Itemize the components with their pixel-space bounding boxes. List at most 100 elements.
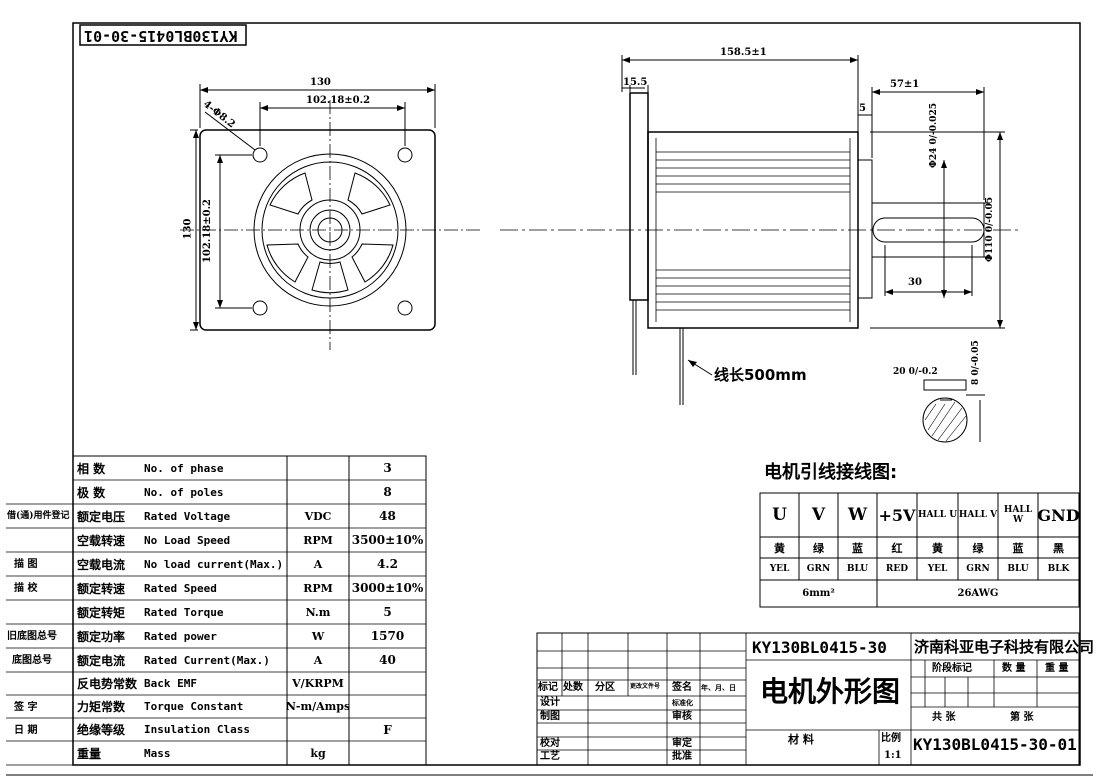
wire-header: HALL U (917, 510, 958, 520)
wire-header: HALL V (958, 510, 998, 520)
wire-gauge-signal: 26AWG (957, 588, 999, 599)
spec-unit: W (311, 629, 325, 643)
spec-label-cn: 空载转速 (77, 533, 126, 548)
dim-overall-length: 158.5±1 (720, 47, 767, 58)
weight-label: 重 量 (1045, 663, 1069, 674)
spec-value (349, 672, 426, 695)
spec-label-en: Rated power (144, 629, 217, 643)
title-row-label: 签名 (672, 682, 692, 693)
dim-key-width: 20 0/-0.2 (893, 367, 938, 377)
side-label: 描 校 (14, 583, 38, 594)
dim-pilot-diameter: Φ110 0/-0.05 (985, 197, 995, 262)
spec-value: 5 (383, 605, 392, 619)
wire-header: U (772, 505, 787, 525)
spec-unit: A (313, 557, 323, 571)
scale-label: 比例 (881, 733, 901, 744)
stage-label: 阶段标记 (932, 663, 972, 674)
spec-label-en: No. of poles (144, 485, 224, 499)
spec-value: 40 (379, 653, 396, 667)
title-row-label: 处数 (563, 682, 583, 693)
wire-color-cn: 绿 (813, 541, 824, 555)
spec-value: 48 (379, 509, 396, 523)
wire-color-cn: 黄 (932, 541, 943, 555)
sheet-number: 第 张 (1010, 712, 1034, 723)
spec-label-en: Rated Current(Max.) (144, 653, 270, 667)
title-mid-label: 标准化 (672, 698, 693, 707)
spec-label-en: Back EMF (144, 677, 197, 690)
spec-value (349, 741, 426, 765)
spec-value (349, 695, 426, 718)
drawing-number: KY130BL0415-30-01 (913, 735, 1077, 754)
spec-unit: V/KRPM (292, 677, 344, 690)
spec-value: 8 (383, 485, 392, 499)
spec-label-cn: 空载电流 (77, 557, 126, 572)
wire-color-cn: 红 (891, 541, 903, 555)
title-row-label: 年、月、日 (701, 683, 736, 692)
wire-color-cn: 蓝 (1012, 541, 1024, 555)
spec-value: 3000±10% (351, 581, 424, 595)
spec-label-cn: 额定电压 (77, 509, 126, 524)
dim-key-depth: 8 0/-0.05 (971, 340, 981, 385)
wire-color-en: GRN (966, 564, 990, 574)
wire-color-cn: 蓝 (852, 541, 863, 555)
title-row-label: 更改文件号 (630, 683, 661, 690)
spec-label-en: Insulation Class (144, 723, 250, 736)
dim-front-pcd: 102.18±0.2 (306, 95, 371, 106)
side-label: 描 图 (14, 559, 38, 570)
wire-color-en: RED (885, 564, 909, 574)
spec-unit (287, 480, 349, 504)
spec-unit: kg (310, 746, 326, 760)
wire-header: +5V (878, 505, 916, 525)
spec-value: 4.2 (377, 557, 398, 571)
title-left-label: 制图 (540, 711, 560, 722)
spec-label-en: Rated Voltage (144, 509, 231, 523)
sheets-total: 共 张 (932, 712, 956, 723)
spec-unit (287, 456, 349, 480)
spec-unit: RPM (303, 533, 333, 547)
wire-color-en: YEL (769, 564, 790, 574)
spec-label-cn: 绝缘等级 (77, 723, 126, 737)
spec-label-cn: 额定电流 (77, 653, 126, 668)
wire-color-en: BLU (846, 564, 869, 574)
side-label: 签 字 (14, 702, 38, 713)
dim-step: 5 (859, 103, 866, 114)
spec-label-en: No Load Speed (144, 533, 231, 547)
spec-unit: RPM (303, 581, 333, 595)
dim-flange-thickness: 15.5 (623, 77, 648, 88)
title-left-label: 校对 (540, 738, 560, 749)
wire-header: HALL W (1003, 505, 1033, 525)
spec-label-en: Torque Constant (144, 700, 244, 713)
spec-label-cn: 极 数 (77, 485, 106, 500)
dim-front-height: 130 (182, 218, 194, 240)
wire-color-en: BLU (1007, 564, 1029, 574)
spec-label-cn: 额定转矩 (77, 605, 126, 620)
model-number: KY130BL0415-30 (752, 638, 887, 657)
spec-unit: N.m (305, 605, 331, 619)
spec-value: 3500±10% (351, 533, 424, 547)
side-label: 日 期 (14, 725, 38, 736)
side-label: 底图总号 (12, 655, 52, 666)
spec-label-en: Rated Torque (144, 605, 224, 619)
wire-color-cn: 绿 (972, 541, 984, 555)
spec-label-cn: 额定功率 (77, 629, 126, 644)
drawing-title: 电机外形图 (760, 675, 901, 708)
title-mid-label: 审定 (672, 738, 692, 749)
dim-shaft-length: 57±1 (890, 79, 920, 90)
spec-label-en: Rated Speed (144, 581, 217, 595)
title-row-label: 分区 (595, 682, 615, 693)
spec-label-en: Mass (144, 746, 171, 760)
spec-label-cn: 反电势常数 (77, 677, 138, 691)
spec-label-en: No load current(Max.) (144, 557, 284, 571)
wire-color-cn: 黄 (774, 541, 785, 555)
wiring-title: 电机引线接线图: (764, 462, 898, 483)
spec-label-cn: 重量 (77, 746, 102, 761)
wire-header: GND (1038, 505, 1079, 525)
title-left-label: 设计 (540, 697, 560, 708)
side-label: 旧底图总号 (7, 631, 57, 642)
wire-color-en: GRN (806, 564, 831, 574)
spec-unit (287, 718, 349, 741)
company-name: 济南科亚电子科技有限公司 (914, 638, 1095, 656)
lead-length-label: 线长500mm (714, 366, 807, 384)
spec-unit: VDC (304, 509, 332, 523)
spec-value: F (383, 722, 392, 737)
